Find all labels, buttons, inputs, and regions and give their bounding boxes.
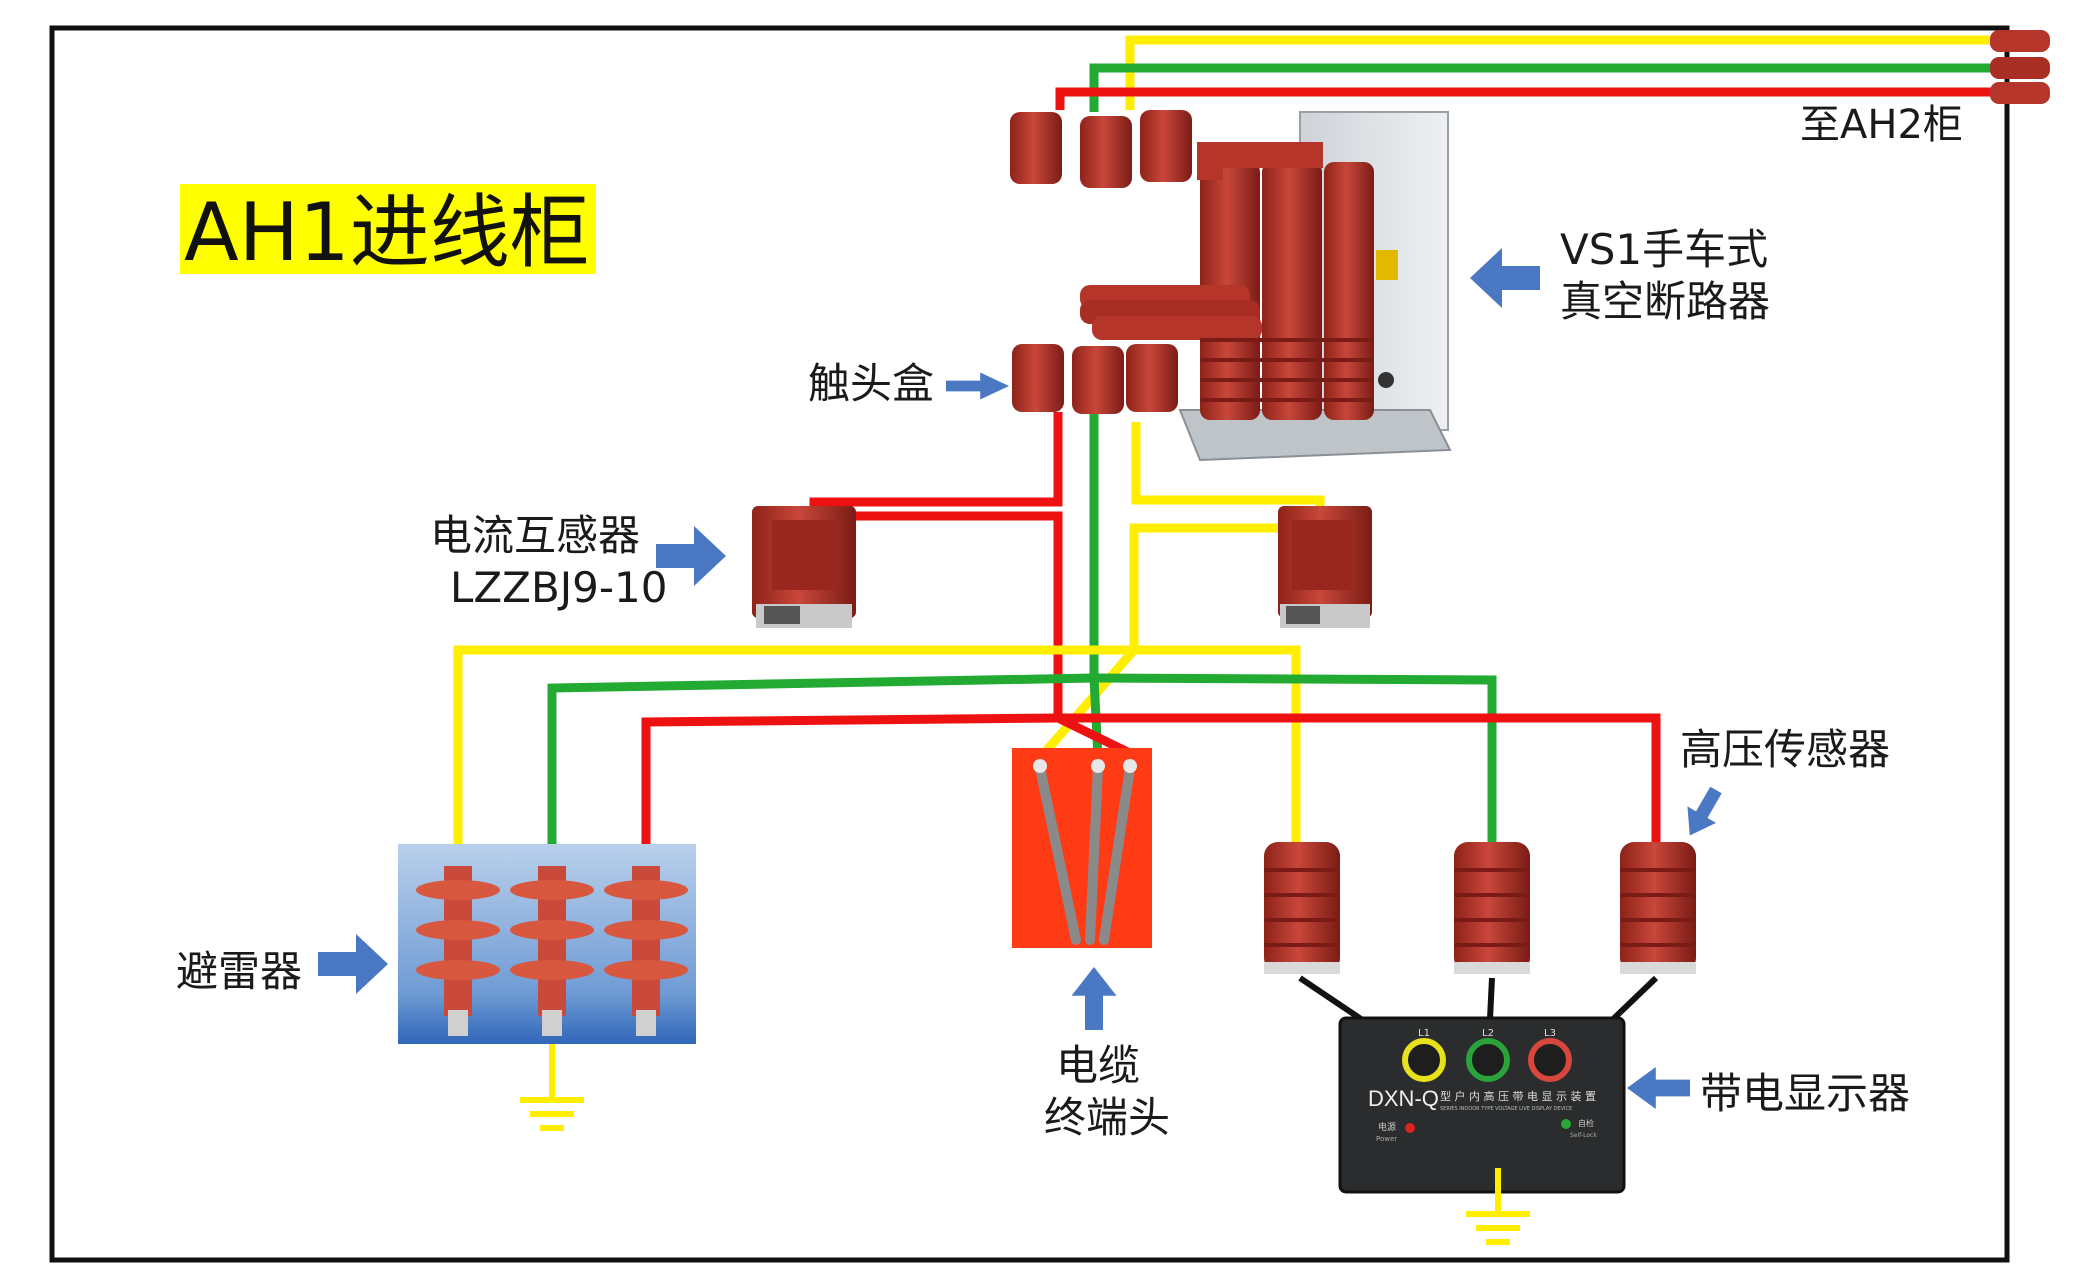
red-to-sensor xyxy=(1058,713,1661,842)
ah2-terminals xyxy=(1990,30,2050,104)
display-model-desc: 型 户 内 高 压 带 电 显 示 装 置 xyxy=(1440,1089,1596,1103)
to-ah2-label: 至AH2柜 xyxy=(1800,102,1963,148)
display-lamp-l2 xyxy=(1466,1038,1510,1082)
ground-icon-arrester xyxy=(520,1097,584,1131)
green-to-sensor xyxy=(1093,673,1497,842)
arrester-unit-2 xyxy=(510,866,594,1036)
arrester-unit-3 xyxy=(604,866,688,1036)
contact-boxes-bottom xyxy=(1012,344,1178,414)
current-transformer-left xyxy=(752,506,856,628)
phase-wiring xyxy=(453,35,2012,1100)
cable-label-line2: 终端头 xyxy=(1044,1093,1170,1142)
display-power-sub: Power xyxy=(1376,1135,1397,1143)
display-sub-desc: SERIES INDOOR TYPE VOLTAGE LIVE DISPLAY … xyxy=(1440,1106,1572,1112)
display-ground xyxy=(1466,1168,1530,1245)
bus-red xyxy=(1055,87,2012,110)
cable-termination xyxy=(1012,748,1152,948)
bus-green xyxy=(1089,63,2012,112)
arrester-label: 避雷器 xyxy=(176,947,302,996)
indicator-label: 带电显示器 xyxy=(1700,1069,1910,1118)
hv-sensor-3 xyxy=(1620,842,1696,974)
breaker-label-line1: VS1手车式 xyxy=(1560,225,1768,274)
diagram-frame xyxy=(49,25,2010,1263)
display-model: DXN-Q xyxy=(1368,1086,1439,1111)
surge-arrester xyxy=(398,844,696,1044)
contact-box-label: 触头盒 xyxy=(808,359,934,408)
red-distribution xyxy=(641,713,1059,850)
hv-sensor-arrow xyxy=(1675,781,1731,844)
display-phase-l1: L1 xyxy=(1418,1028,1430,1039)
ct-label-line2: LZZBJ9-10 xyxy=(450,563,667,612)
current-transformer-right xyxy=(1278,506,1372,628)
yellow-distribution xyxy=(453,645,1134,850)
green-distribution xyxy=(547,673,1095,850)
display-phase-l3: L3 xyxy=(1544,1028,1556,1039)
breaker-arrow xyxy=(1470,248,1540,308)
contact-boxes-top xyxy=(1010,110,1192,188)
hv-sensor-1 xyxy=(1264,842,1340,974)
arrester-arrow xyxy=(318,934,388,994)
title-block: AH1进线柜 xyxy=(180,184,596,279)
display-selftest-button xyxy=(1561,1119,1571,1129)
title-highlight xyxy=(180,184,596,274)
display-power-led xyxy=(1405,1123,1415,1133)
breaker-label-line2: 真空断路器 xyxy=(1560,277,1770,326)
arrester-unit-1 xyxy=(416,866,500,1036)
vacuum-breaker xyxy=(1080,111,1452,462)
contact-box-arrow xyxy=(946,372,1009,400)
display-lamp-l1 xyxy=(1402,1038,1446,1082)
display-selftest-sub: Self-Lock xyxy=(1570,1132,1597,1139)
cable-label-line1: 电缆 xyxy=(1056,1041,1140,1090)
yellow-to-sensor xyxy=(1134,645,1301,842)
indicator-arrow xyxy=(1627,1067,1690,1109)
live-display-device: L1 L2 L3 DXN-Q 型 户 内 高 压 带 电 显 示 装 置 SER… xyxy=(1338,1016,1626,1194)
yellow-to-cable xyxy=(1036,647,1138,761)
hv-sensor-2 xyxy=(1454,842,1530,974)
ct-label-line1: 电流互感器 xyxy=(430,511,640,560)
display-phase-l2: L2 xyxy=(1482,1028,1494,1039)
bus-yellow xyxy=(1125,35,2012,110)
display-lamp-l3 xyxy=(1528,1038,1572,1082)
hv-sensor-label: 高压传感器 xyxy=(1680,725,1890,774)
cable-arrow xyxy=(1071,967,1117,1030)
display-selftest-label: 自检 xyxy=(1578,1118,1594,1128)
display-power-label: 电源 xyxy=(1378,1121,1396,1133)
page-title: AH1进线柜 xyxy=(184,186,590,279)
